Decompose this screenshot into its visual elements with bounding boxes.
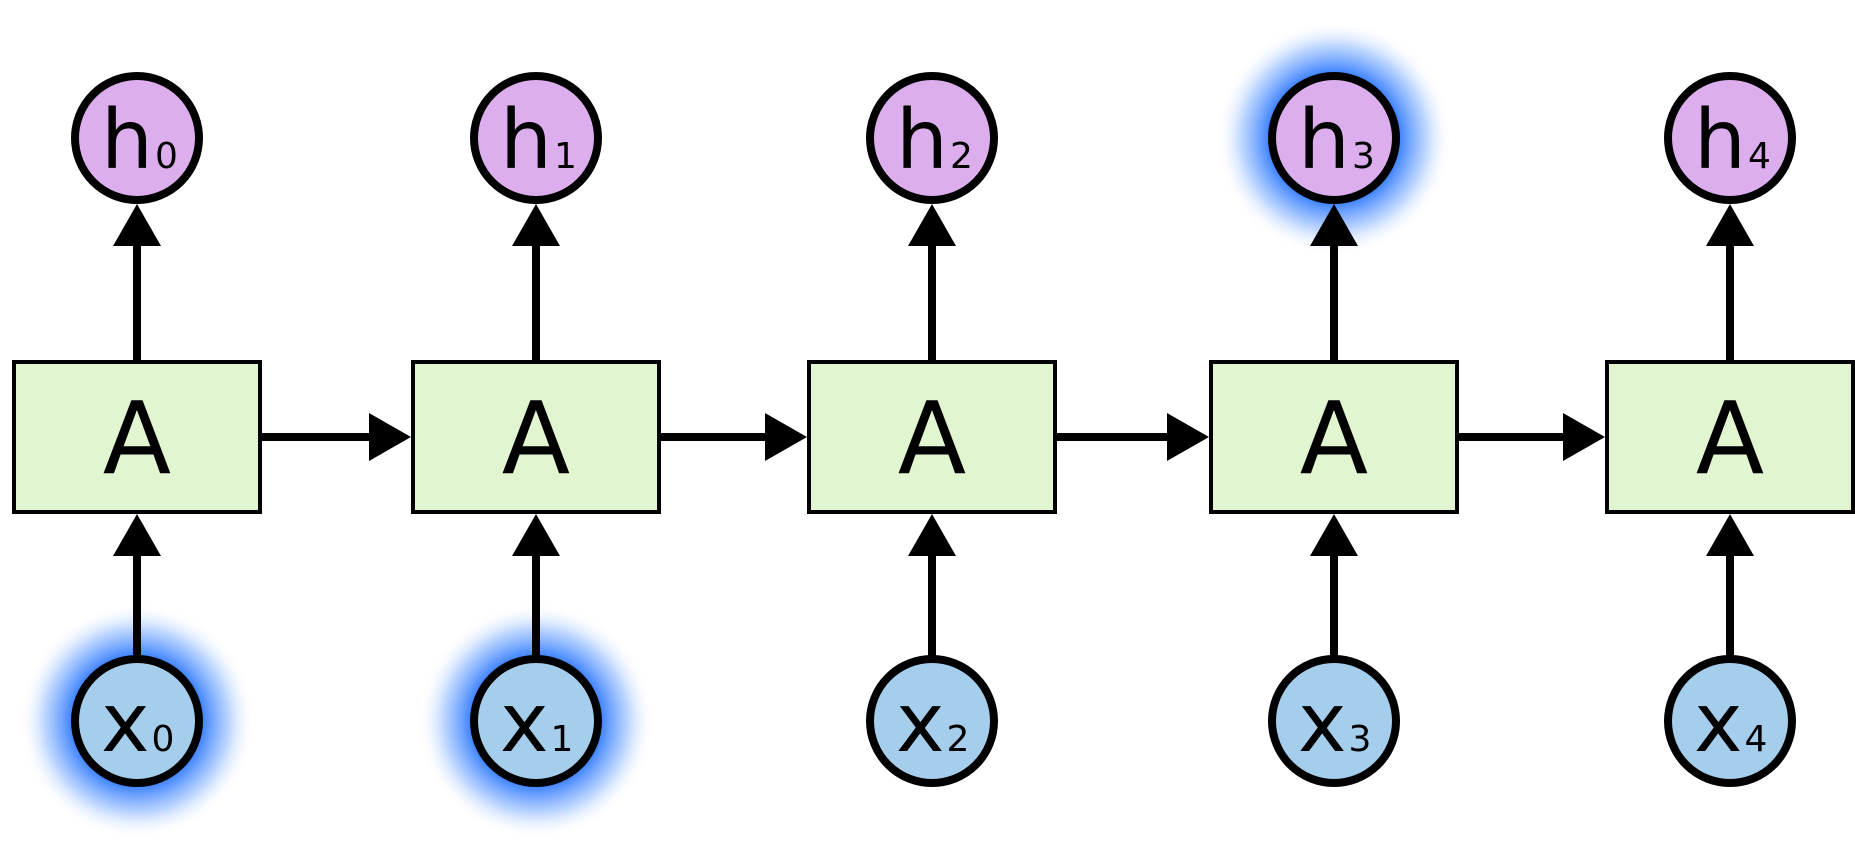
output-node-subscript: 0	[155, 136, 178, 177]
output-node-subscript: 4	[1748, 136, 1771, 177]
input-node-circle	[866, 655, 998, 787]
input-arrow	[113, 514, 161, 659]
input-node: x1	[470, 655, 602, 787]
rnn-cell-label: A	[1696, 380, 1764, 497]
input-node-symbol: x	[1298, 676, 1347, 771]
rnn-cell-label: A	[1300, 380, 1368, 497]
input-node-label: x0	[101, 676, 174, 771]
output-node-circle	[866, 72, 998, 204]
input-node-label: x2	[896, 676, 969, 771]
output-node-label: h1	[500, 93, 577, 188]
rnn-cell-label: A	[898, 380, 966, 497]
rnn-cell: A	[1209, 360, 1459, 514]
output-node-label: h3	[1298, 93, 1375, 188]
input-node-subscript: 1	[551, 719, 574, 760]
rnn-cell: A	[1605, 360, 1855, 514]
input-node: x2	[866, 655, 998, 787]
input-node-symbol: x	[896, 676, 945, 771]
output-arrow	[908, 204, 956, 362]
output-node-circle	[71, 72, 203, 204]
input-node: x0	[71, 655, 203, 787]
input-node-label: x3	[1298, 676, 1371, 771]
output-node-subscript: 1	[554, 136, 577, 177]
input-node-label: x1	[500, 676, 573, 771]
rnn-cell-box	[807, 360, 1057, 514]
input-node: x3	[1268, 655, 1400, 787]
input-node-symbol: x	[1694, 676, 1743, 771]
input-arrow	[512, 514, 560, 659]
output-node-subscript: 3	[1352, 136, 1375, 177]
output-arrow	[512, 204, 560, 362]
output-node: h0	[71, 72, 203, 204]
output-node-circle	[1664, 72, 1796, 204]
output-node-symbol: h	[896, 93, 948, 188]
input-node-label: x4	[1694, 676, 1767, 771]
rnn-cell-box	[1209, 360, 1459, 514]
rnn-cell: A	[411, 360, 661, 514]
output-node-symbol: h	[1298, 93, 1350, 188]
recurrent-arrow	[1057, 413, 1209, 461]
rnn-cell-label: A	[502, 380, 570, 497]
output-arrow	[1706, 204, 1754, 362]
input-node-subscript: 3	[1349, 719, 1372, 760]
input-node-subscript: 0	[152, 719, 175, 760]
output-node-symbol: h	[1694, 93, 1746, 188]
input-arrow	[1310, 514, 1358, 659]
rnn-cell-label: A	[103, 380, 171, 497]
output-node: h4	[1664, 72, 1796, 204]
input-arrow	[908, 514, 956, 659]
input-node-subscript: 4	[1745, 719, 1768, 760]
output-node-circle	[1268, 72, 1400, 204]
rnn-cell-box	[411, 360, 661, 514]
input-node-circle	[71, 655, 203, 787]
output-node-label: h0	[101, 93, 178, 188]
input-node-subscript: 2	[947, 719, 970, 760]
input-node: x4	[1664, 655, 1796, 787]
input-node-symbol: x	[500, 676, 549, 771]
output-node-symbol: h	[101, 93, 153, 188]
recurrent-arrow	[1459, 413, 1605, 461]
rnn-cell-box	[12, 360, 262, 514]
output-node-circle	[470, 72, 602, 204]
output-node-symbol: h	[500, 93, 552, 188]
connection-arrows	[113, 204, 1754, 659]
output-node: h3	[1268, 72, 1400, 204]
rnn-cell: A	[807, 360, 1057, 514]
input-node-circle	[470, 655, 602, 787]
output-node-subscript: 2	[950, 136, 973, 177]
output-arrow	[1310, 204, 1358, 362]
output-arrow	[113, 204, 161, 362]
input-node-circle	[1664, 655, 1796, 787]
output-node: h2	[866, 72, 998, 204]
rnn-cell: A	[12, 360, 262, 514]
recurrent-arrow	[661, 413, 807, 461]
output-node: h1	[470, 72, 602, 204]
input-arrow	[1706, 514, 1754, 659]
output-node-label: h2	[896, 93, 973, 188]
output-node-label: h4	[1694, 93, 1771, 188]
input-node-circle	[1268, 655, 1400, 787]
input-node-symbol: x	[101, 676, 150, 771]
rnn-cell-box	[1605, 360, 1855, 514]
recurrent-arrow	[262, 413, 411, 461]
